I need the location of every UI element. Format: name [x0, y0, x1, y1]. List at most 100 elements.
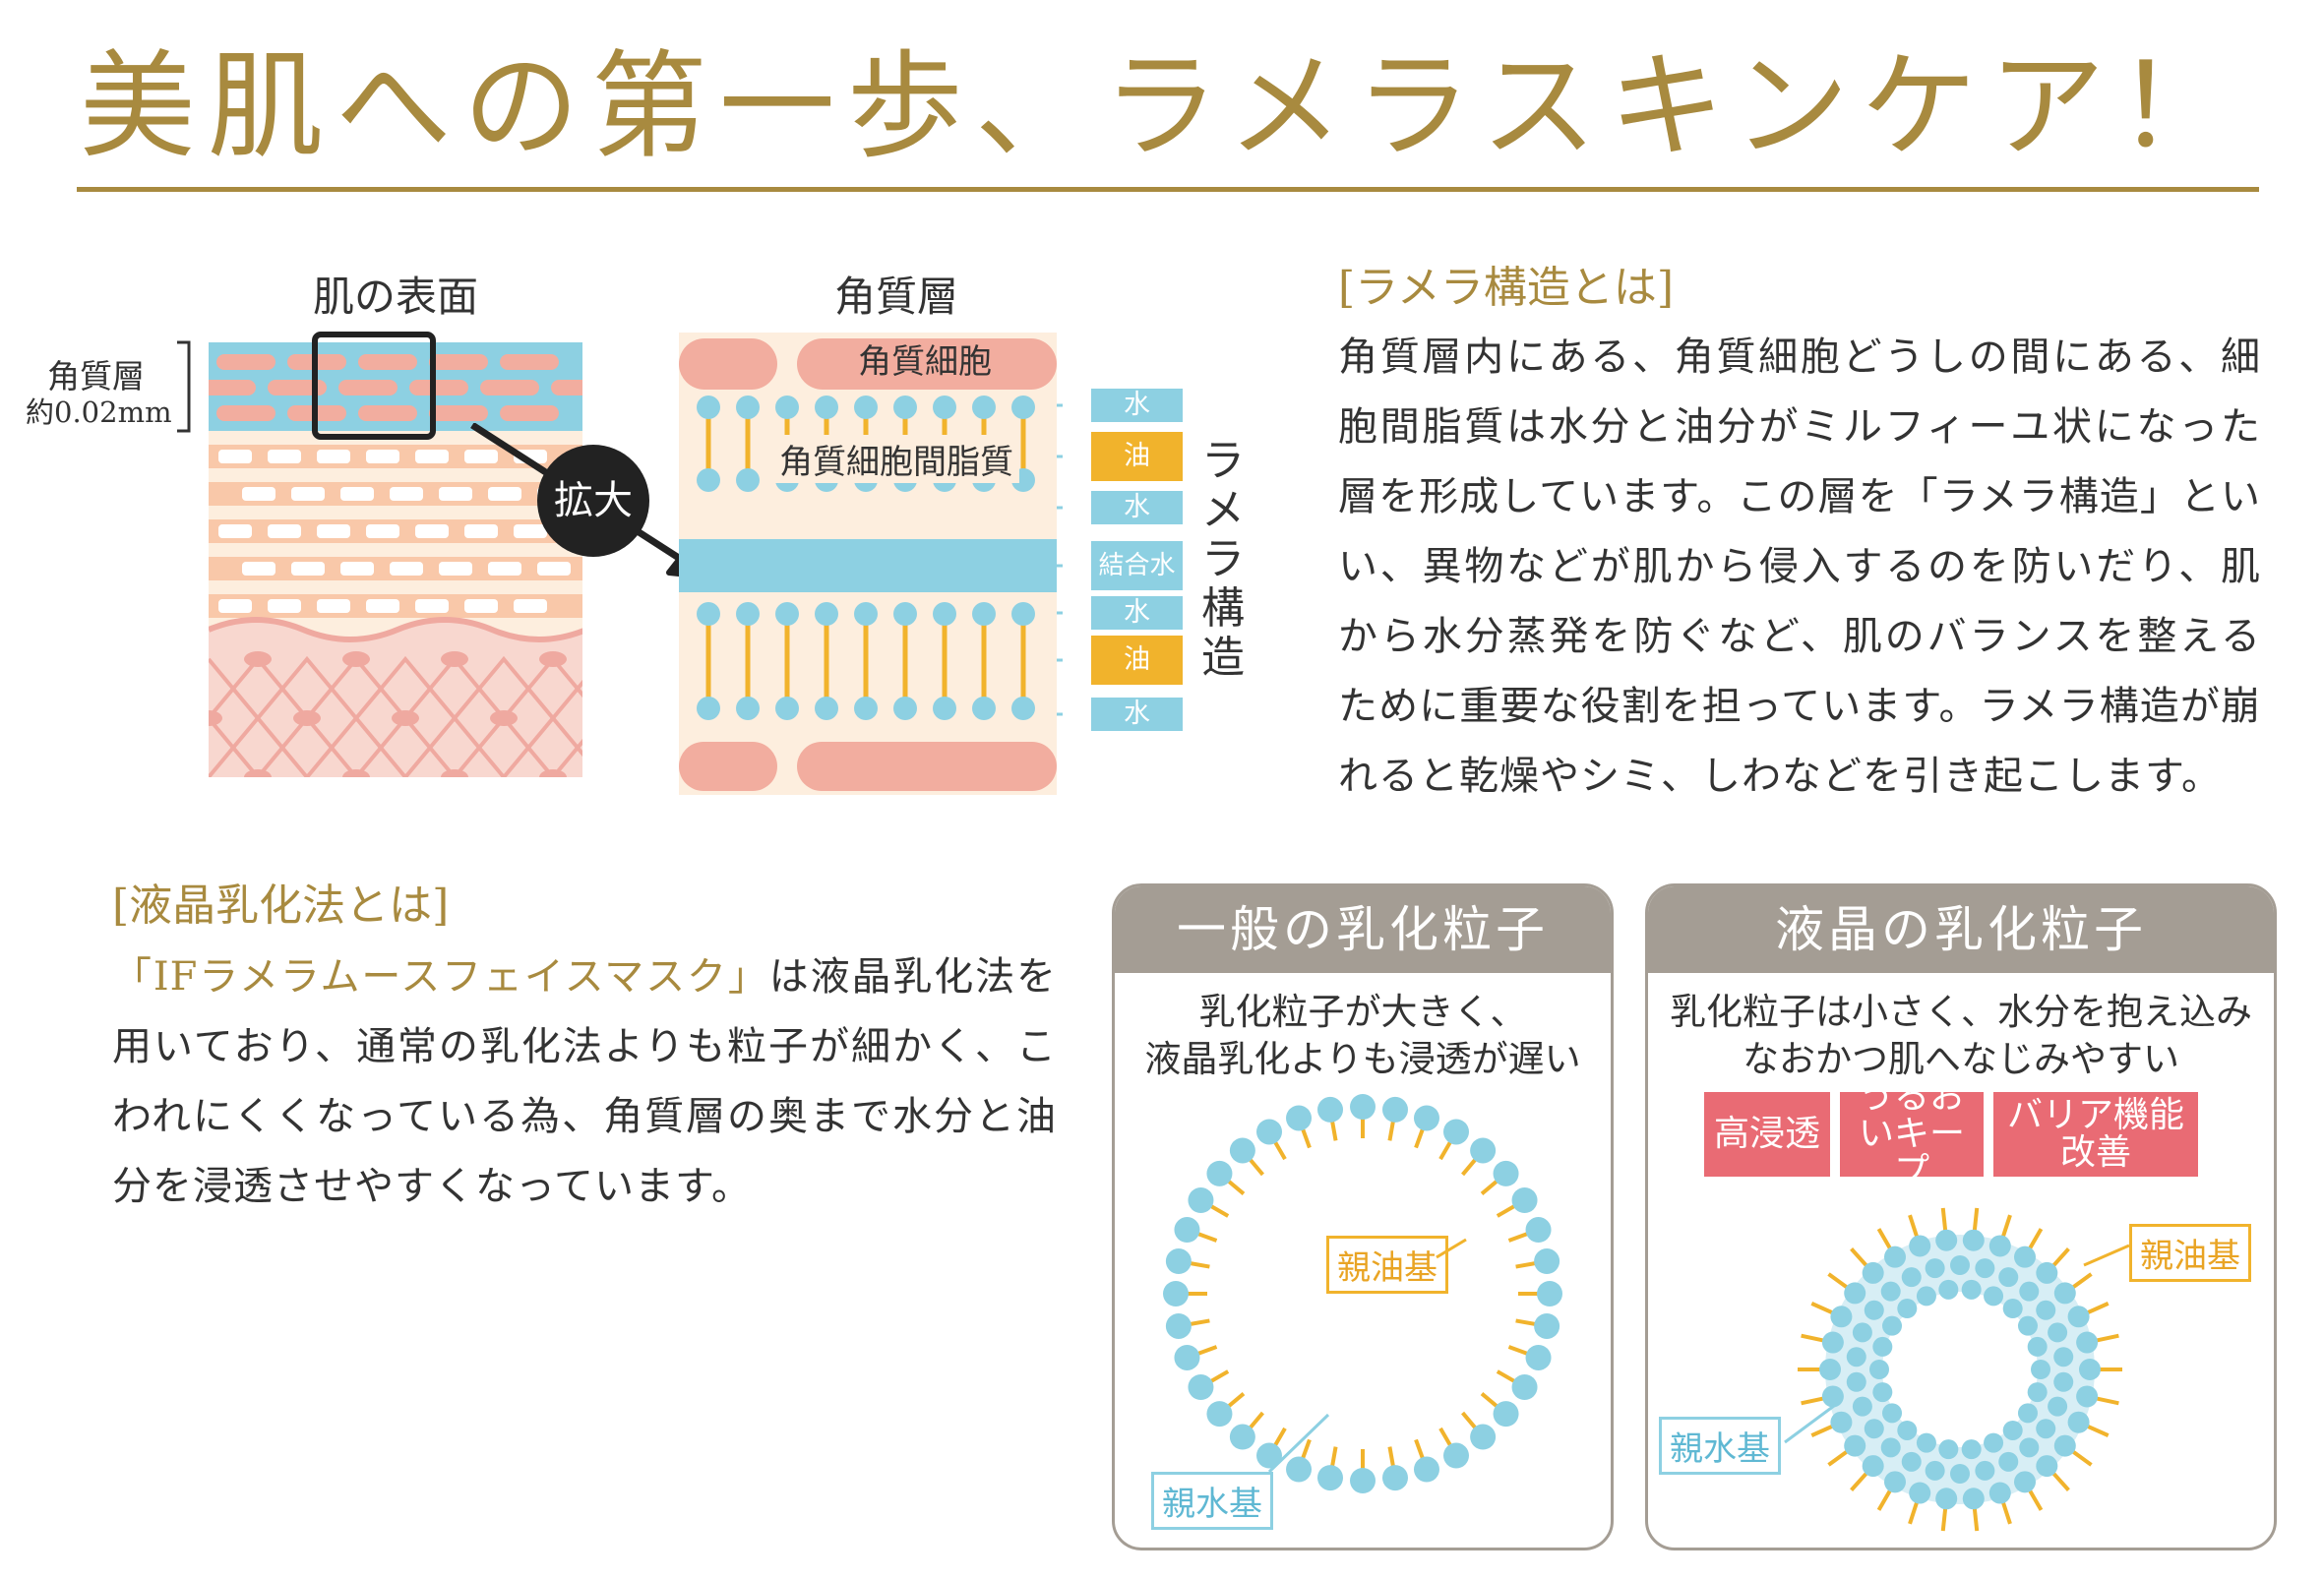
corneocyte-label: 角質細胞	[858, 342, 992, 382]
hydrophilic-head	[1188, 1187, 1214, 1213]
hydrophilic-head	[2027, 1336, 2048, 1357]
hydrophilic-head	[1901, 1267, 1922, 1288]
hydrophilic-head	[1852, 1322, 1872, 1343]
hydrophilic-head	[1317, 1096, 1344, 1123]
hydrophilic-head	[1534, 1248, 1560, 1275]
hydrophilic-head	[1984, 1286, 2004, 1307]
hydrophilic-head	[2019, 1437, 2040, 1458]
hydrophilic-head	[1534, 1312, 1560, 1339]
hydrophilic-head	[1909, 1482, 1931, 1504]
hydrophilic-head	[1872, 1382, 1893, 1403]
hydrophilic-head	[1846, 1371, 1866, 1392]
hydrophilic-head	[2017, 1403, 2038, 1424]
hydrophilic-head	[1470, 1424, 1497, 1450]
hydrophilic-head	[1286, 1456, 1313, 1483]
hydrophilic-head	[1925, 1460, 1945, 1481]
liquid-panel-desc-1: 乳化粒子は小さく、水分を抱え込み	[1670, 991, 2252, 1033]
hydrophilic-head	[1174, 1217, 1200, 1244]
lamellar-zoom-diagram	[679, 333, 1063, 795]
hydrophilic-head	[2036, 1455, 2058, 1478]
hydrophilic-head	[1830, 1306, 1853, 1328]
hydrophilic-head	[1897, 1420, 1918, 1440]
hydrophilic-head	[1935, 1488, 1958, 1510]
general-panel-desc-1: 乳化粒子が大きく、	[1198, 991, 1527, 1033]
hydrophilic-head	[1869, 1360, 1889, 1379]
hydrophilic-head	[1821, 1385, 1844, 1408]
hydrophilic-head	[1525, 1344, 1552, 1370]
hydrophilic-head	[2014, 1471, 2036, 1493]
hydrophilic-head	[1229, 1424, 1255, 1450]
hydrophilic-head	[1493, 1401, 1519, 1428]
small-emulsion-particle	[1798, 1207, 2122, 1532]
hydrophilic-head	[1901, 1451, 1922, 1472]
hydrophilic-head	[1229, 1137, 1255, 1164]
general-panel-desc-2: 液晶乳化よりも浸透が遅い	[1144, 1038, 1581, 1080]
hydrophilic-head	[1844, 1434, 1866, 1457]
hydrophilic-head	[2067, 1411, 2090, 1433]
hydrophilic-head	[1862, 1261, 1884, 1284]
hydrophilic-head	[1864, 1300, 1884, 1320]
hydrophilic-head	[1961, 1439, 1982, 1460]
hydrophilic-head	[1988, 1235, 2011, 1257]
emulsion-heading: [液晶乳化法とは]	[112, 881, 450, 931]
hydrophilic-head	[1511, 1374, 1538, 1400]
intercellular-lipid-label: 角質細胞間脂質	[773, 435, 1019, 483]
hydrophilic-head	[2053, 1434, 2076, 1457]
hydrophilic-head	[1916, 1286, 1936, 1307]
hydrophilic-head	[1962, 1229, 1985, 1251]
hydrophilic-head	[2053, 1282, 2076, 1305]
hydrophilic-head	[1872, 1336, 1893, 1357]
hydrophilic-head	[1525, 1217, 1552, 1244]
layer-tag-oil: 油	[1091, 636, 1183, 685]
hydrophilic-head	[1938, 1439, 1959, 1460]
feature-badge-barrier: バリア機能改善	[1993, 1092, 2198, 1177]
hydrophilic-head	[1962, 1488, 1985, 1510]
hydrophilic-head	[1950, 1464, 1970, 1484]
hydrophilic-head	[2036, 1261, 2058, 1284]
hydrophilic-head	[2031, 1360, 2050, 1379]
hydrophilic-head	[2002, 1299, 2023, 1319]
hydrophilic-head	[1350, 1094, 1376, 1120]
hydrophilic-head	[2053, 1347, 2074, 1367]
hydrophilic-head	[2053, 1371, 2074, 1392]
zoom-badge: 拡大	[537, 445, 649, 557]
hydrophilic-head	[1938, 1279, 1959, 1300]
hydrophilic-head	[1950, 1255, 1970, 1275]
skin-surface-label: 肌の表面	[313, 273, 479, 321]
hydrophilic-head	[1846, 1347, 1866, 1367]
title-divider	[77, 187, 2259, 192]
thickness-label: 約0.02mm	[26, 395, 172, 429]
lamellar-structure-vertical-label: ラメラ構造	[1201, 436, 1245, 683]
hydrophilic-head	[1413, 1105, 1439, 1131]
hydrophilic-head	[1998, 1451, 2019, 1472]
lamellar-heading: [ラメラ構造とは]	[1338, 263, 1675, 313]
hydrophilic-head	[1256, 1119, 1282, 1145]
liquid-panel-desc-2: なおかつ肌へなじみやすい	[1743, 1038, 2179, 1080]
hydrophilic-head	[1350, 1468, 1376, 1493]
hydrophilic-head	[1493, 1160, 1519, 1186]
hydrophilic-head	[1984, 1432, 2004, 1453]
hydrophilic-head	[1864, 1419, 1884, 1439]
hydrophilic-head	[2036, 1300, 2056, 1320]
layer-tag-water: 水	[1091, 596, 1183, 630]
general-lipophilic-label: 親油基	[1326, 1236, 1448, 1294]
hydrophilic-head	[1884, 1471, 1906, 1493]
hydrophilic-head	[1443, 1442, 1469, 1469]
hydrophilic-head	[1884, 1246, 1906, 1268]
hydrophilic-head	[1470, 1137, 1497, 1164]
general-hydrophilic-label: 親水基	[1151, 1472, 1273, 1530]
hydrophilic-head	[1844, 1282, 1866, 1305]
hydrophilic-head	[1206, 1160, 1233, 1186]
hydrophilic-head	[1975, 1460, 1995, 1481]
hydrophilic-head	[1317, 1465, 1344, 1491]
stratum-corneum-side-label: 角質層	[47, 357, 145, 395]
hydrophilic-head	[1413, 1456, 1439, 1483]
hydrophilic-head	[2027, 1382, 2048, 1403]
hydrophilic-head	[1188, 1374, 1214, 1400]
hydrophilic-head	[1165, 1248, 1192, 1275]
hydrophilic-head	[2079, 1359, 2101, 1380]
hydrophilic-head	[1961, 1279, 1982, 1300]
general-panel-title: 一般の乳化粒子	[1115, 886, 1611, 973]
liquid-lipophilic-label: 親油基	[2129, 1224, 2251, 1282]
layer-tag-water: 水	[1091, 698, 1183, 731]
